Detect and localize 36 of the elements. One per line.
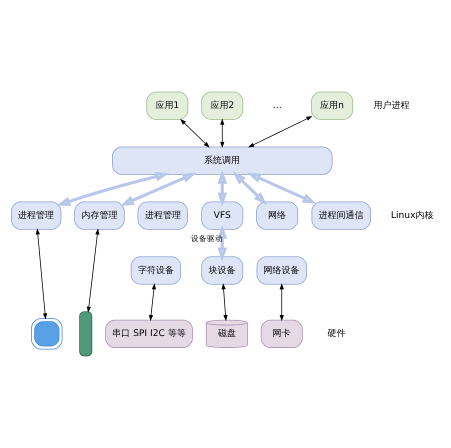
node-chip (31, 318, 62, 350)
node-box: 网络设备 (256, 256, 307, 285)
node-box: 字符设备 (130, 256, 182, 285)
arrow (217, 170, 228, 206)
arrow (86, 228, 100, 313)
node-board (79, 311, 92, 356)
arrow (180, 118, 210, 148)
arrow (248, 116, 312, 148)
node-box: 应用2 (201, 92, 244, 120)
label: … (272, 101, 282, 112)
arrow (280, 283, 284, 322)
node-box: 块设备 (201, 256, 244, 285)
arrow (217, 224, 228, 262)
node-box: 串口 SPI I2C 等等 (105, 320, 193, 348)
arrow (36, 228, 48, 320)
node-box: 网卡 (260, 320, 303, 348)
arrow (221, 283, 228, 322)
arrow (247, 172, 316, 204)
label: 用户进程 (374, 101, 410, 112)
arrow (220, 118, 224, 148)
node-box: 网络 (256, 202, 298, 230)
node-box: VFS (201, 202, 244, 230)
node-box: 进程管理 (138, 202, 188, 230)
label: Linux内核 (390, 210, 434, 221)
arrow (120, 172, 196, 206)
node-box: 应用1 (146, 92, 188, 120)
arrow (148, 283, 156, 322)
label: 硬件 (328, 329, 346, 340)
arrow (56, 172, 170, 206)
node-box: 进程间通信 (312, 202, 371, 230)
node-box: 内存管理 (74, 202, 125, 230)
node-box: 进程管理 (10, 202, 62, 230)
arrow (232, 171, 268, 206)
edge-label: 设备驱动 (191, 234, 224, 244)
node-box: 应用n (311, 92, 354, 120)
node-box: 系统调用 (112, 146, 332, 175)
